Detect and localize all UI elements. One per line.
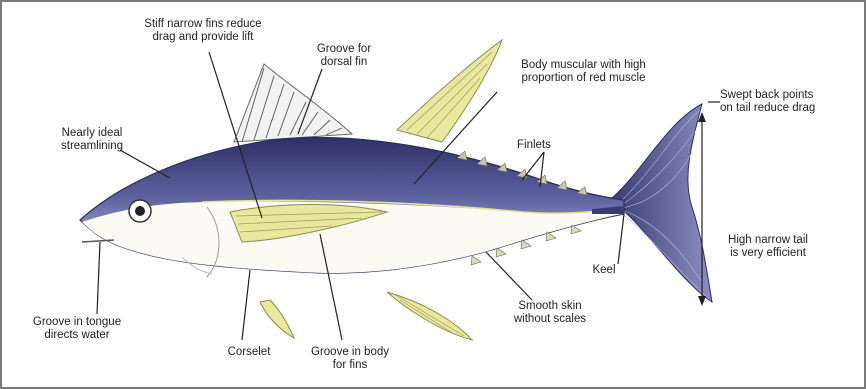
label-tongue: Groove in tongue directs water [17,316,137,342]
label-high-tail: High narrow tail is very efficient [708,234,828,260]
tail-fin [612,104,712,302]
label-stiff-fins: Stiff narrow fins reduce drag and provid… [122,18,284,44]
label-corselet: Corselet [214,346,284,359]
label-swept-tail: Swept back points on tail reduce drag [720,89,860,115]
pelvic-fin [260,300,294,338]
label-streamlining: Nearly ideal streamlining [42,127,142,153]
label-body-muscular: Body muscular with high proportion of re… [496,59,671,85]
label-finlets: Finlets [517,139,577,152]
label-groove-body: Groove in body for fins [298,346,402,372]
label-keel: Keel [584,264,624,277]
label-groove-dorsal: Groove for dorsal fin [304,43,384,69]
first-dorsal-fin [234,64,352,142]
label-smooth-skin: Smooth skin without scales [500,300,600,326]
